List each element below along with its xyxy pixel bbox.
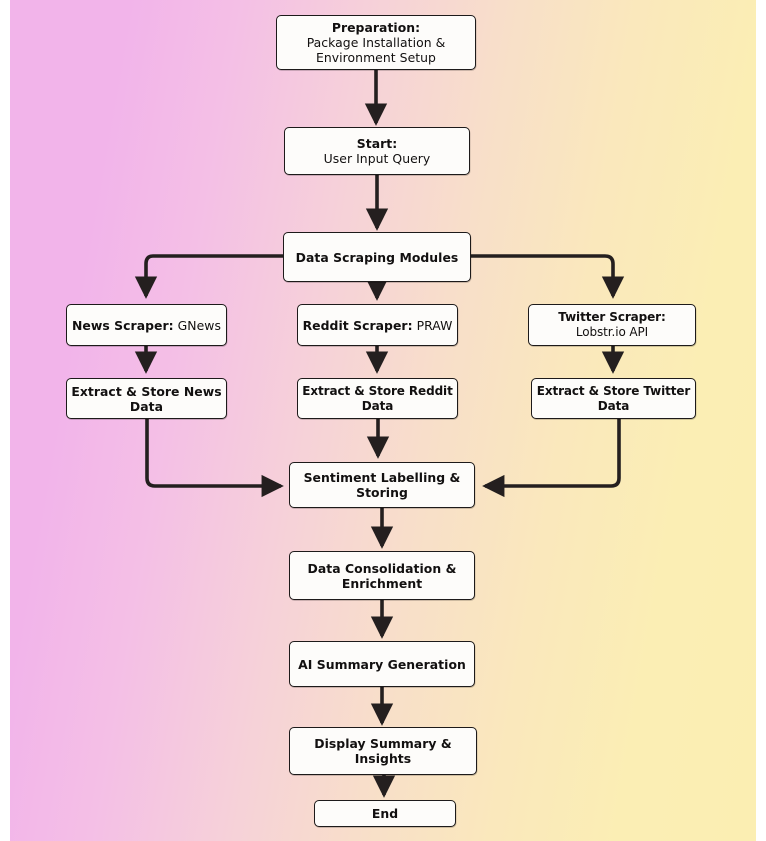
node-twitter-scraper[interactable]: Twitter Scraper: Lobstr.io API	[528, 304, 696, 346]
node-news-scraper-title: News Scraper:	[72, 317, 174, 333]
node-extract-reddit-label: Extract & Store Reddit Data	[302, 383, 453, 413]
node-display-summary[interactable]: Display Summary & Insights	[289, 727, 477, 775]
node-preparation[interactable]: Preparation: Package Installation & Envi…	[276, 15, 476, 70]
node-reddit-scraper-title: Reddit Scraper:	[302, 317, 413, 333]
node-extract-news-label: Extract & Store News Data	[71, 383, 222, 414]
node-start-line2: User Input Query	[323, 151, 431, 166]
node-ai-summary-label: AI Summary Generation	[298, 656, 466, 672]
node-preparation-title: Preparation:	[331, 20, 421, 35]
node-scraping-label: Data Scraping Modules	[295, 249, 459, 265]
node-reddit-scraper[interactable]: Reddit Scraper: PRAW	[297, 304, 458, 346]
node-reddit-scraper-value: PRAW	[412, 317, 453, 333]
node-data-consolidation[interactable]: Data Consolidation & Enrichment	[289, 551, 475, 600]
node-preparation-line2: Package Installation &	[306, 35, 446, 50]
node-consolidation-line2: Enrichment	[341, 575, 423, 591]
node-consolidation-line1: Data Consolidation &	[307, 560, 457, 576]
node-twitter-scraper-value: Lobstr.io API	[575, 325, 649, 339]
node-ai-summary-generation[interactable]: AI Summary Generation	[289, 641, 475, 687]
node-extract-twitter-label: Extract & Store Twitter Data	[536, 383, 691, 413]
node-extract-reddit[interactable]: Extract & Store Reddit Data	[297, 378, 458, 419]
node-news-scraper-value: GNews	[173, 317, 221, 333]
background-left-margin	[0, 0, 10, 841]
node-sentiment-labelling[interactable]: Sentiment Labelling & Storing	[289, 462, 475, 508]
node-data-scraping-modules[interactable]: Data Scraping Modules	[283, 232, 471, 282]
background-right-margin	[756, 0, 766, 841]
node-sentiment-label: Sentiment Labelling & Storing	[303, 470, 461, 500]
node-extract-news[interactable]: Extract & Store News Data	[66, 378, 227, 419]
node-end[interactable]: End	[314, 800, 456, 827]
node-display-summary-label: Display Summary & Insights	[314, 736, 452, 766]
node-twitter-scraper-title: Twitter Scraper:	[558, 310, 666, 324]
node-extract-twitter[interactable]: Extract & Store Twitter Data	[531, 378, 696, 419]
node-start[interactable]: Start: User Input Query	[284, 127, 470, 175]
node-end-label: End	[371, 806, 399, 821]
node-start-title: Start:	[356, 136, 398, 151]
node-news-scraper[interactable]: News Scraper: GNews	[66, 304, 227, 346]
node-preparation-line3: Environment Setup	[316, 50, 436, 65]
